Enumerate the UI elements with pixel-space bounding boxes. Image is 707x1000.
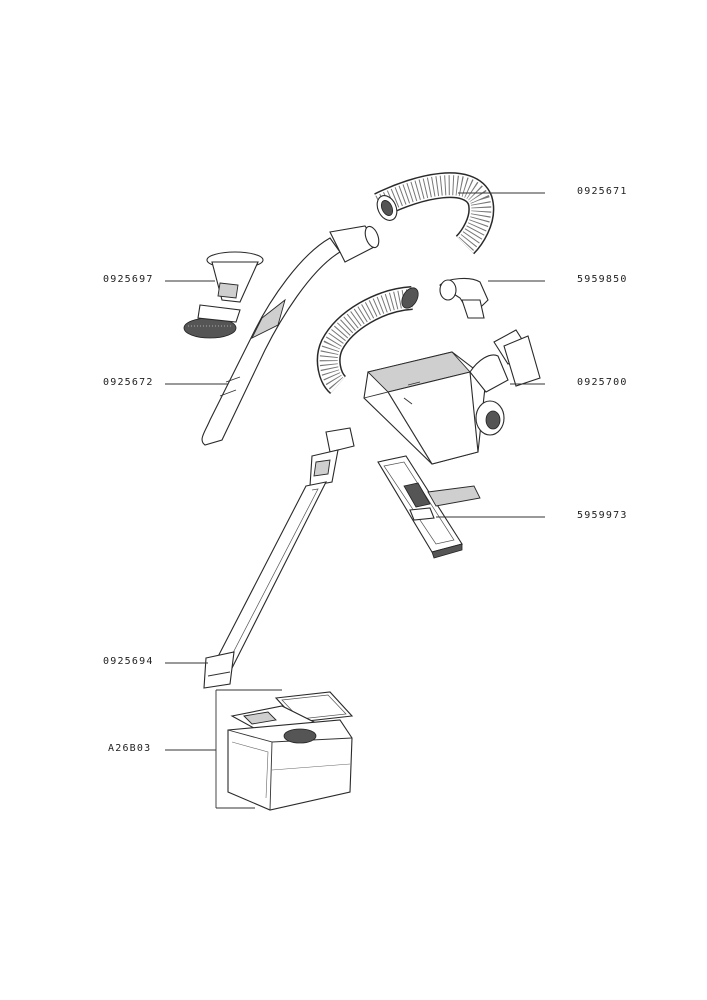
label-0925700: 0925700 [577,377,628,388]
floor-nozzle-drawing [363,329,541,465]
leader-lines [165,192,545,751]
label-0925672: 0925672 [103,377,154,388]
label-5959850: 5959850 [577,274,628,285]
sole-plate-drawing [377,455,481,559]
elbow-connector-drawing [439,277,489,319]
label-0925694: 0925694 [103,656,154,667]
brush-nozzle-drawing [183,251,264,339]
telescopic-tube-drawing [203,427,355,689]
hose-handle-drawing [201,225,380,446]
dust-bags-drawing [215,689,354,811]
label-5959973: 5959973 [577,510,628,521]
label-A26B03: A26B03 [108,743,152,754]
label-0925671: 0925671 [577,186,628,197]
label-0925697: 0925697 [103,274,154,285]
flexible-hose-drawing [316,172,495,395]
